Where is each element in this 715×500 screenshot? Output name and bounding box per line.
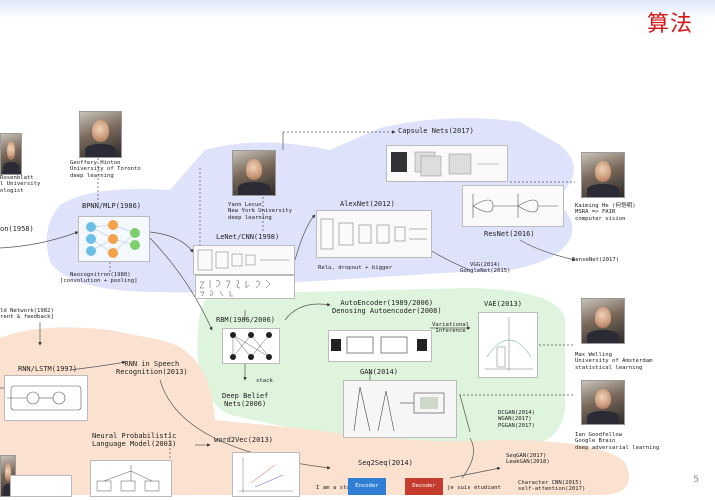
slide-title: 算法 [646, 12, 693, 37]
rnn-left-edge-figure [10, 475, 72, 497]
seq-decoder-box: Decoder [405, 478, 443, 495]
page-number: 5 [693, 475, 699, 485]
character-cnn-label: Character CNN(2015)self-attention(2017) [518, 480, 586, 493]
seq-input-text: I am a student [316, 485, 364, 491]
seq-output-text: je suis étudiant [447, 485, 501, 491]
neocognitron-label: Neocognitron(1980)[convolution + pooling… [60, 272, 138, 285]
kaiming-photo [581, 152, 625, 198]
slide-header-band [0, 0, 715, 18]
gan-variants-label: DCGAN(2014)WGAN(2017)PGGAN(2017) [498, 410, 536, 429]
seqgan-label: SeqGAN(2017)LeakGAN(2018) [506, 453, 550, 466]
word2vec-label: word2Vec(2013) [214, 436, 274, 444]
gan-label: GAN(2014) [360, 368, 398, 376]
rbm-label: RBM(1986/2006) [216, 316, 276, 324]
lenet-cnn-label: LeNet/CNN(1998) [216, 233, 280, 241]
rbm-network-figure [222, 328, 280, 364]
resnet-label: ResNet(2016) [484, 230, 535, 238]
autoencoder-label: AutoEncoder(1989/2006)Denosing Autoencod… [332, 299, 442, 316]
alexnet-note: Relu, dropout + bigger [318, 265, 393, 271]
vgg-googlenet-label: VGG(2014)GoogleNet(2015) [460, 262, 511, 275]
word2vec-figure [232, 452, 300, 497]
hinton-photo [79, 111, 122, 158]
lenet-architecture-figure [193, 245, 295, 275]
capsule-nets-figure [386, 145, 508, 182]
nplm-figure [90, 460, 172, 497]
hopfield-label: ld Network(1982)rent & feedback] [0, 308, 54, 321]
sequence-region [0, 327, 630, 495]
bpnn-mlp-label: BPNN/MLP(1986) [82, 202, 142, 210]
densenet-label: DenseNet(2017) [572, 257, 620, 263]
mlp-network-figure [78, 216, 150, 262]
perceptron-label: on(1958) [0, 225, 34, 233]
rosenblatt-photo [0, 133, 22, 175]
alexnet-architecture-figure [316, 210, 432, 258]
vae-label: VAE(2013) [484, 300, 522, 308]
generative-region [197, 288, 566, 446]
autoencoder-figure [328, 330, 432, 362]
seq2seq-label: Seq2Seq(2014) [358, 459, 413, 467]
alexnet-label: AlexNet(2012) [340, 200, 395, 208]
capsule-nets-label: Capsule Nets(2017) [398, 127, 474, 135]
rnn-lstm-figure [4, 375, 88, 421]
lecun-photo [232, 150, 276, 196]
resnet-block-figure [462, 185, 564, 227]
vae-plot-figure [478, 312, 538, 378]
goodfellow-photo [581, 380, 625, 425]
gan-diagram-figure [343, 380, 457, 438]
seq-encoder-box: Encoder [348, 478, 386, 495]
digits-figure [195, 275, 295, 299]
rnn-lstm-label: RNN/LSTM(1997) [18, 365, 78, 373]
welling-photo [581, 298, 625, 344]
stack-label: stack [256, 378, 273, 384]
